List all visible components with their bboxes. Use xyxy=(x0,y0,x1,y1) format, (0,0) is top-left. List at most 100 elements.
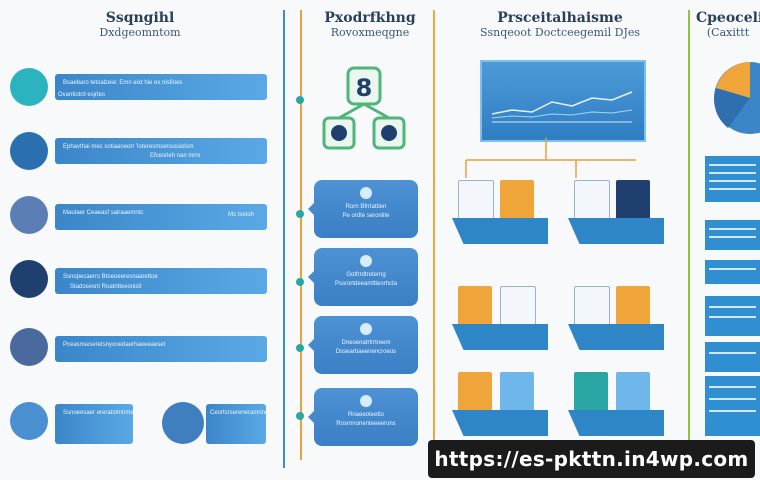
chart-icon xyxy=(10,260,48,298)
side-panel xyxy=(705,260,760,284)
card-base xyxy=(568,410,664,436)
pie-chart-icon xyxy=(706,58,760,138)
header-3-title: Prsceitalhaisme xyxy=(497,10,623,26)
bubble-tip xyxy=(308,270,315,284)
card-base xyxy=(452,218,548,244)
bubble-3-line2: Dssearbaeenencroeus xyxy=(335,349,397,355)
watermark-url: https://es-pkttn.in4wp.com xyxy=(428,440,755,478)
connector-dot xyxy=(296,96,304,104)
side-panel xyxy=(705,342,760,372)
divider-line xyxy=(688,10,690,460)
connector-dot xyxy=(296,344,304,352)
row-3-label: Mautaer Ceaeasf sairaaemntc xyxy=(63,210,144,216)
row-bar-6b: Ceortsrsereneramnnen xyxy=(206,404,272,444)
card-base xyxy=(568,218,664,244)
doc-icon xyxy=(574,372,608,412)
bubble-4: Rnaeeoteetto Rosrnnonenteeeerons xyxy=(308,388,418,446)
header-4: Cpeocelia (Caxittt xyxy=(696,10,760,39)
bubble-icon xyxy=(360,395,372,407)
card-base xyxy=(452,410,548,436)
connector-dot xyxy=(296,412,304,420)
doc-card xyxy=(568,180,664,244)
header-2-subtitle: Rovoxmeqgne xyxy=(330,26,410,39)
plant-icon xyxy=(10,132,48,170)
row-3-detail: Ms tsetoh xyxy=(228,212,255,218)
bubble-1: Rorn Bfrrtattien Pe ordte seronlite xyxy=(308,180,418,238)
doc-icon xyxy=(458,286,492,326)
row-4-detail: Stadosesnt Roatntteesnisit xyxy=(70,284,142,290)
clock-icon xyxy=(10,196,48,234)
row-bar-1: Bsaebaro tetoalzeie: Emn eixt hie ex nis… xyxy=(55,74,267,100)
bubble-icon xyxy=(360,187,372,199)
row-1-detail: Ovantiotrd esjrtes xyxy=(58,92,106,98)
header-2: Pxodrfkhng Rovoxmeqgne xyxy=(290,10,450,39)
bubble-tip xyxy=(308,338,315,352)
row-6-detail: Ceortsrsereneramnnen xyxy=(210,410,272,416)
folder-icon xyxy=(616,286,650,326)
network-hub-icon: 8 xyxy=(316,60,412,160)
side-panel xyxy=(705,156,760,202)
bubble-1-line1: Rorn Bfrrtattien xyxy=(345,204,387,210)
row-6-label: Ssnoeesaer ereratstmnme xyxy=(63,410,134,416)
card-base xyxy=(568,324,664,350)
doc-card xyxy=(452,180,548,244)
header-1: Ssqngihl Dxdgeomntom xyxy=(60,10,220,39)
gears-icon xyxy=(10,328,48,366)
connector-dot xyxy=(296,278,304,286)
bubble-4-line1: Rnaeeoteetto xyxy=(347,412,385,418)
globe-icon xyxy=(10,402,48,440)
building-icon xyxy=(10,68,48,106)
doc-card xyxy=(568,286,664,350)
row-2-label: Ephavthai mec sotiaaneorr 'ioteresmsenso… xyxy=(63,144,194,150)
side-panel xyxy=(705,296,760,336)
folder-icon xyxy=(458,372,492,412)
header-1-subtitle: Dxdgeomntom xyxy=(99,26,181,39)
row-bar-6a: Ssnoeesaer ereratstmnme xyxy=(55,404,134,444)
connector-lines xyxy=(465,138,636,178)
row-bar-2: Ephavthai mec sotiaaneorr 'ioteresmsenso… xyxy=(55,138,267,164)
doc-icon xyxy=(616,372,650,412)
divider-line xyxy=(283,10,285,468)
row-2-detail: Efcesrieh nan mrrx xyxy=(150,153,201,159)
header-3-subtitle: Ssnqeoot Doctceegemil DJes xyxy=(479,26,641,39)
bubble-1-line2: Pe ordte seronlite xyxy=(342,213,390,219)
side-panel xyxy=(705,220,760,250)
network-hub-icon-graphic: 8 xyxy=(322,66,406,150)
bubble-2: Gotfrrdtreterng Pssrortdeeamltteorhcta xyxy=(308,248,418,306)
globe-icon xyxy=(162,402,204,444)
bubble-2-line2: Pssrortdeeamltteorhcta xyxy=(334,281,398,287)
header-1-title: Ssqngihl xyxy=(105,10,175,26)
doc-icon xyxy=(500,372,534,412)
row-1-label: Bsaebaro tetoalzeie: Emn eixt hie ex nis… xyxy=(63,80,183,86)
bubble-tip xyxy=(308,410,315,424)
doc-icon xyxy=(458,180,494,222)
doc-card xyxy=(568,372,664,436)
pie-chart-graphic xyxy=(714,62,760,134)
divider-line xyxy=(300,10,302,460)
folder-icon xyxy=(500,180,534,220)
bubble-icon xyxy=(360,323,372,335)
doc-card xyxy=(452,286,548,350)
header-4-title: Cpeocelia xyxy=(696,10,760,26)
bubble-tip xyxy=(308,202,315,216)
row-bar-5: Pceasnseseretsnyooedaerhaeeeaeset xyxy=(55,336,267,362)
header-2-title: Pxodrfkhng xyxy=(324,10,416,26)
row-5-label: Pceasnseseretsnyooedaerhaeeeaeset xyxy=(63,342,166,348)
bubble-3-line1: Dneoenatrtrrtreem xyxy=(341,340,391,346)
doc-icon xyxy=(500,286,536,328)
divider-line xyxy=(433,10,435,460)
row-4-label: Ssnopecaerrs Btoeoeeresnaarettoe xyxy=(63,274,158,280)
doc-icon xyxy=(574,180,610,222)
header-3: Prsceitalhaisme Ssnqeoot Doctceegemil DJ… xyxy=(460,10,660,39)
bubble-2-line1: Gotfrrdtreterng xyxy=(346,272,386,278)
connector-dot xyxy=(296,210,304,218)
line-graph-icon xyxy=(491,91,633,123)
card-base xyxy=(452,324,548,350)
header-4-subtitle: (Caxittt xyxy=(706,26,750,39)
doc-card xyxy=(452,372,548,436)
side-panel xyxy=(705,376,760,436)
dashboard-panel xyxy=(480,60,646,142)
folder-icon xyxy=(616,180,650,220)
bubble-4-line2: Rosrnnonenteeeerons xyxy=(336,421,396,427)
bubble-icon xyxy=(360,255,372,267)
